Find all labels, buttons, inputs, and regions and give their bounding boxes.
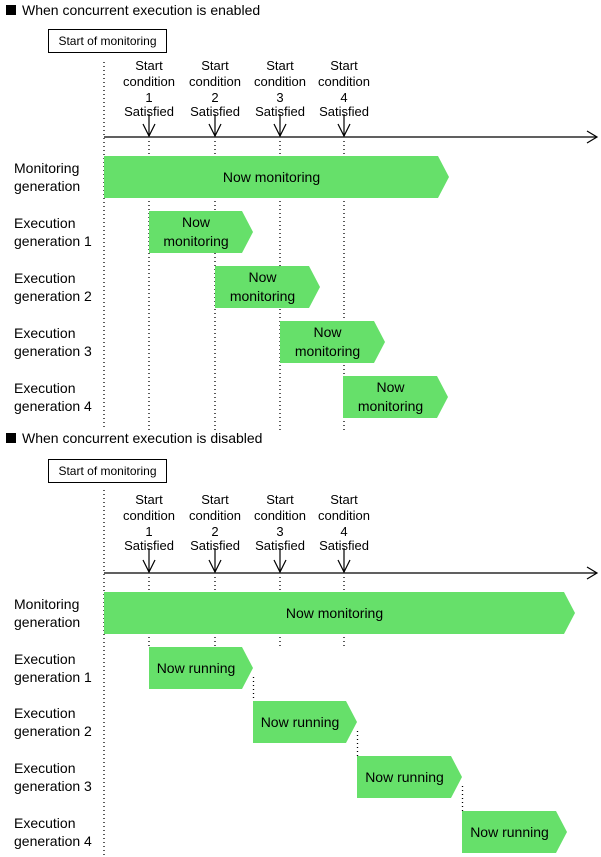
start-of-monitoring-label: Start of monitoring	[58, 464, 156, 478]
bar-label: Now running	[365, 769, 444, 785]
time-axis-arrowhead-icon	[586, 566, 599, 580]
condition-1-label: 1	[145, 90, 152, 105]
bar-label: Now monitoring	[223, 169, 320, 185]
bar-label: Now running	[157, 660, 236, 676]
condition-3-label: 3	[276, 524, 283, 539]
condition-2-label: Satisfied	[190, 538, 240, 553]
generation-bar	[253, 701, 357, 743]
bar-label: Now monitoring	[286, 605, 383, 621]
condition-4-label: 4	[340, 90, 347, 105]
generation-bar	[462, 811, 567, 853]
row-label: generation 4	[14, 833, 92, 849]
condition-3-arrowhead-icon	[273, 123, 287, 138]
condition-1-label: Start	[135, 492, 163, 507]
condition-4-label: condition	[318, 508, 370, 523]
bar-label: monitoring	[230, 288, 295, 304]
bar-label: monitoring	[163, 233, 228, 249]
condition-4-label: Start	[330, 58, 358, 73]
generation-bar	[280, 321, 385, 363]
generation-bar	[149, 647, 253, 689]
section-concurrent-disabled: When concurrent execution is disabledSta…	[6, 430, 599, 857]
condition-3-label: condition	[254, 508, 306, 523]
section-heading: When concurrent execution is disabled	[22, 430, 262, 446]
condition-4-arrowhead-icon	[337, 559, 351, 574]
row-label: generation 2	[14, 723, 92, 739]
condition-1-label: condition	[123, 74, 175, 89]
condition-3-label: Start	[266, 58, 294, 73]
bar-label: monitoring	[295, 343, 360, 359]
condition-4-arrowhead-icon	[337, 123, 351, 138]
condition-2-label: 2	[211, 90, 218, 105]
row-label: Execution	[14, 760, 75, 776]
condition-4-label: condition	[318, 74, 370, 89]
row-label: generation 3	[14, 343, 92, 359]
generation-bar	[104, 156, 449, 198]
condition-4-label: 4	[340, 524, 347, 539]
generation-bar	[357, 756, 462, 798]
condition-4-label: Satisfied	[319, 538, 369, 553]
row-label: Execution	[14, 270, 75, 286]
row-label: generation 3	[14, 778, 92, 794]
condition-3-label: Start	[266, 492, 294, 507]
condition-1-arrowhead-icon	[142, 123, 156, 138]
condition-3-label: Satisfied	[255, 104, 305, 119]
condition-2-label: Start	[201, 492, 229, 507]
condition-1-label: 1	[145, 524, 152, 539]
row-label: generation	[14, 614, 80, 630]
start-of-monitoring-label: Start of monitoring	[58, 34, 156, 48]
row-label: Execution	[14, 380, 75, 396]
generation-bar	[215, 266, 320, 308]
condition-1-label: condition	[123, 508, 175, 523]
condition-1-label: Satisfied	[124, 538, 174, 553]
condition-2-label: Satisfied	[190, 104, 240, 119]
generation-bar	[343, 376, 448, 418]
row-label: Execution	[14, 215, 75, 231]
condition-3-label: Satisfied	[255, 538, 305, 553]
condition-2-arrowhead-icon	[208, 123, 222, 138]
row-label: generation 1	[14, 669, 92, 685]
condition-3-label: condition	[254, 74, 306, 89]
condition-1-label: Satisfied	[124, 104, 174, 119]
section-bullet-icon	[6, 433, 16, 443]
row-label: Execution	[14, 705, 75, 721]
row-label: Execution	[14, 325, 75, 341]
condition-4-label: Satisfied	[319, 104, 369, 119]
condition-2-label: 2	[211, 524, 218, 539]
bar-label: Now	[182, 214, 211, 230]
generation-bar	[104, 592, 575, 634]
condition-2-label: condition	[189, 74, 241, 89]
row-label: Execution	[14, 651, 75, 667]
section-bullet-icon	[6, 5, 16, 15]
section-heading: When concurrent execution is enabled	[22, 2, 260, 18]
bar-label: Now	[248, 269, 277, 285]
row-label: Monitoring	[14, 160, 79, 176]
bar-label: Now	[376, 379, 405, 395]
row-label: generation 4	[14, 398, 92, 414]
bar-label: Now running	[470, 824, 549, 840]
row-label: Monitoring	[14, 596, 79, 612]
row-label: generation 1	[14, 233, 92, 249]
bar-label: Now	[313, 324, 342, 340]
condition-4-label: Start	[330, 492, 358, 507]
condition-3-label: 3	[276, 90, 283, 105]
section-concurrent-enabled: When concurrent execution is enabledStar…	[6, 2, 599, 430]
condition-2-label: condition	[189, 508, 241, 523]
condition-2-arrowhead-icon	[208, 559, 222, 574]
condition-1-label: Start	[135, 58, 163, 73]
bar-label: Now running	[261, 714, 340, 730]
generation-bar	[149, 211, 253, 253]
row-label: generation	[14, 178, 80, 194]
start-of-monitoring-box	[48, 459, 167, 483]
time-axis-arrowhead-icon	[586, 130, 599, 144]
bar-label: monitoring	[358, 398, 423, 414]
row-label: generation 2	[14, 288, 92, 304]
row-label: Execution	[14, 815, 75, 831]
condition-1-arrowhead-icon	[142, 559, 156, 574]
condition-3-arrowhead-icon	[273, 559, 287, 574]
condition-2-label: Start	[201, 58, 229, 73]
start-of-monitoring-box	[48, 29, 167, 53]
